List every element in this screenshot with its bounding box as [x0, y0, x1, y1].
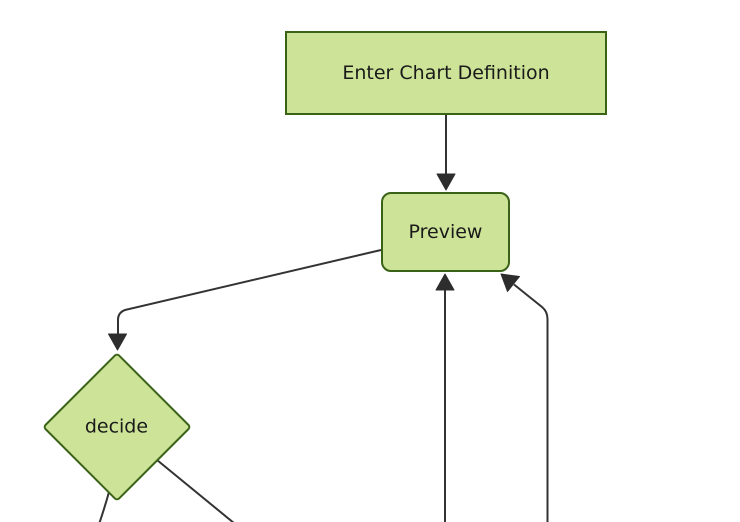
node-decide-label: decide: [85, 415, 149, 438]
node-preview-label: Preview: [408, 220, 483, 243]
node-preview: Preview: [381, 192, 510, 272]
node-enter-chart-definition: Enter Chart Definition: [285, 31, 607, 115]
arrowhead-into-preview-top-icon: [436, 173, 456, 191]
edge-decide-to-offscreen-right: [156, 459, 235, 522]
edge-decide-to-offscreen-left: [98, 491, 110, 522]
node-enter-chart-definition-label: Enter Chart Definition: [342, 61, 550, 84]
arrowhead-into-preview-bottom-icon: [435, 273, 455, 291]
edge-preview-to-decide: [117, 249, 382, 336]
arrowhead-into-preview-corner-icon: [500, 273, 520, 292]
edge-offscreen-to-preview-corner: [513, 283, 549, 522]
arrowhead-into-decide-top-icon: [108, 333, 127, 351]
